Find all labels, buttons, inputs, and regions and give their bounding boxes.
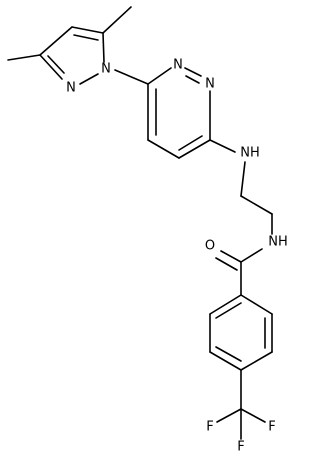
benzene-ring	[209, 294, 273, 371]
bond-nh-ch2	[240, 161, 246, 197]
bond-n2-n1	[79, 73, 99, 85]
bond-ar-4	[209, 351, 242, 371]
bond-c3-n2-double	[47, 55, 65, 74]
bond-c3-nh	[209, 139, 236, 153]
atom-label-amide-nh: NH	[268, 235, 288, 250]
bond-ar-4-double	[215, 346, 242, 362]
atom-label-pyrazole-n1: N	[101, 62, 111, 77]
atom-label-pyridazine-n2: N	[205, 77, 215, 92]
bond-ar-3	[240, 351, 273, 371]
bond-carbonyl-o-double	[215, 257, 238, 271]
atom-label-amine-nh: NH	[240, 146, 260, 161]
bond-ch2-ch2	[240, 195, 273, 215]
atom-label-carbonyl-o: O	[205, 239, 215, 254]
bond-c-f2	[240, 408, 266, 423]
pyrazole-ring	[39, 26, 105, 85]
bond-carbonyl-o	[220, 250, 242, 263]
bond-n1-n2-double	[185, 75, 200, 84]
atom-label-fluorine-1: F	[206, 420, 213, 435]
bond-methyl-c3	[7, 54, 41, 61]
bond-c5-c4	[71, 26, 104, 34]
bond-c5-c4-double	[73, 34, 99, 41]
bond-n1-n2	[184, 67, 202, 77]
amide-group	[215, 248, 263, 296]
bond-ar-6	[209, 294, 242, 315]
bond-c6-n1	[147, 67, 172, 85]
atom-label-fluorine-3: F	[237, 440, 244, 455]
structure-diagram: N N N N NH NH O F F F	[7, 6, 288, 455]
pyrazole-methyl-groups	[7, 6, 132, 61]
ethylene-diamine-linker	[209, 139, 273, 235]
bond-n1-c5	[102, 32, 105, 63]
bond-pyrazole-pyridazine	[114, 69, 149, 85]
bond-c3-c4-double	[178, 135, 203, 151]
atom-label-pyridazine-n1: N	[173, 58, 183, 73]
atom-label-fluorine-2: F	[268, 420, 275, 435]
pyridazine-ring	[147, 67, 211, 159]
atom-label-pyrazole-n2: N	[66, 81, 76, 96]
bond-c3-n2	[39, 54, 63, 80]
bond-c4-c5	[147, 139, 180, 159]
atom-labels: N N N N NH NH O F F F	[66, 58, 288, 455]
bond-ar-6-double	[215, 302, 242, 319]
bond-nh-carbonyl	[240, 248, 263, 263]
trifluoromethyl-group	[216, 369, 266, 440]
bond-c-f1	[216, 408, 242, 423]
bond-ar-1	[240, 294, 273, 315]
bond-c3-c4	[178, 139, 211, 159]
bond-methyl-c5	[102, 6, 132, 34]
bond-c4-c3	[39, 26, 73, 56]
